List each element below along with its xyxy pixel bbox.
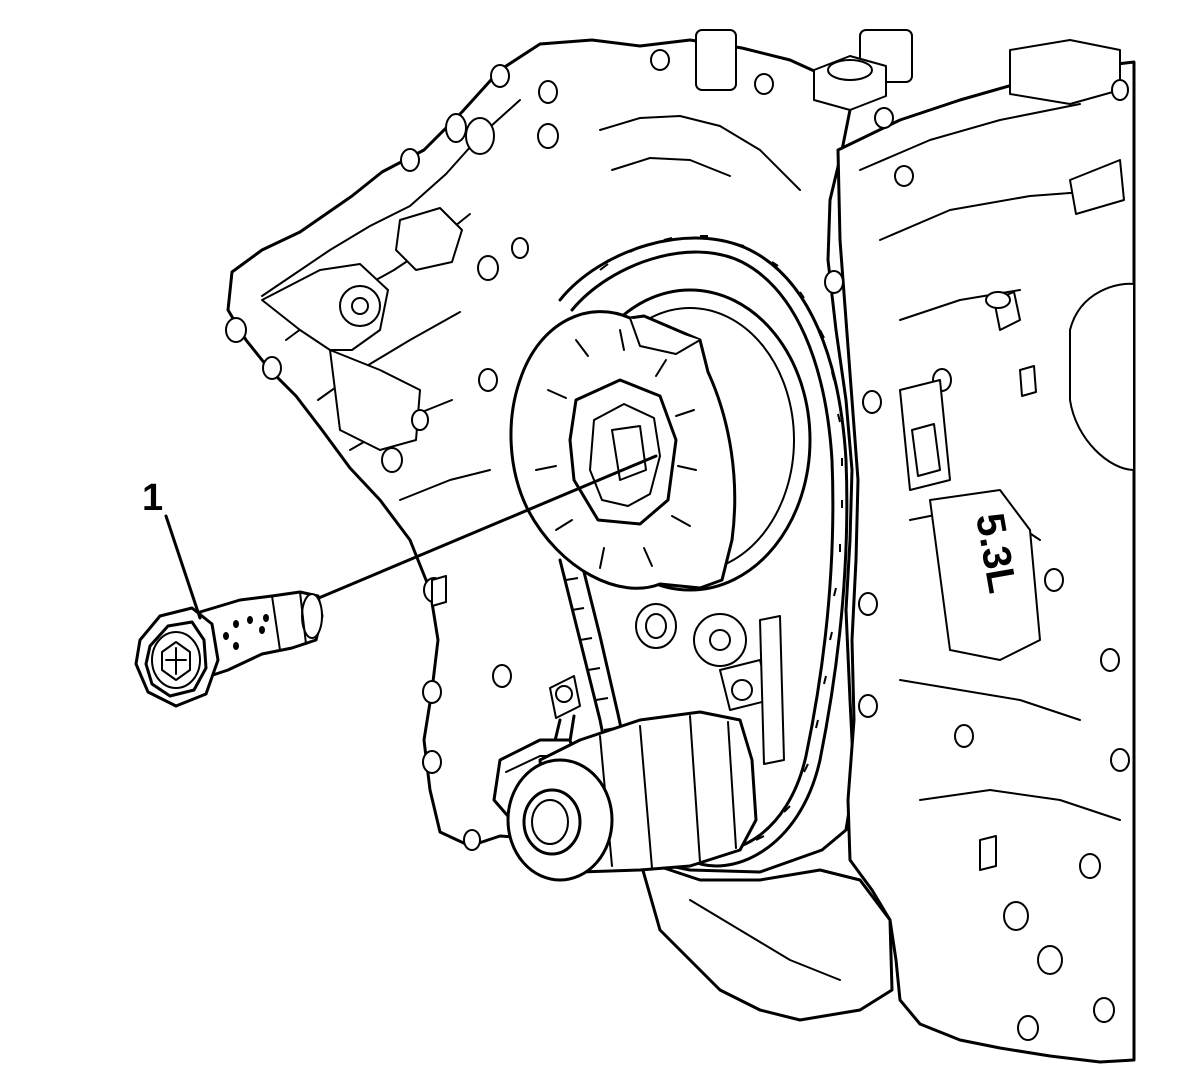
bolt-holes <box>225 49 1130 1041</box>
callout-1-leader <box>164 514 202 620</box>
oil-control-valve-bolt <box>134 590 324 708</box>
left-bracket <box>261 207 463 451</box>
reluctor-wheel <box>509 310 737 590</box>
leader-line <box>312 454 658 602</box>
idler-sprocket <box>635 603 785 765</box>
block-lower <box>638 858 894 1022</box>
actuator-housing <box>492 710 758 882</box>
callout-1-label: 1 <box>142 477 163 519</box>
valley-bosses <box>695 29 1121 111</box>
